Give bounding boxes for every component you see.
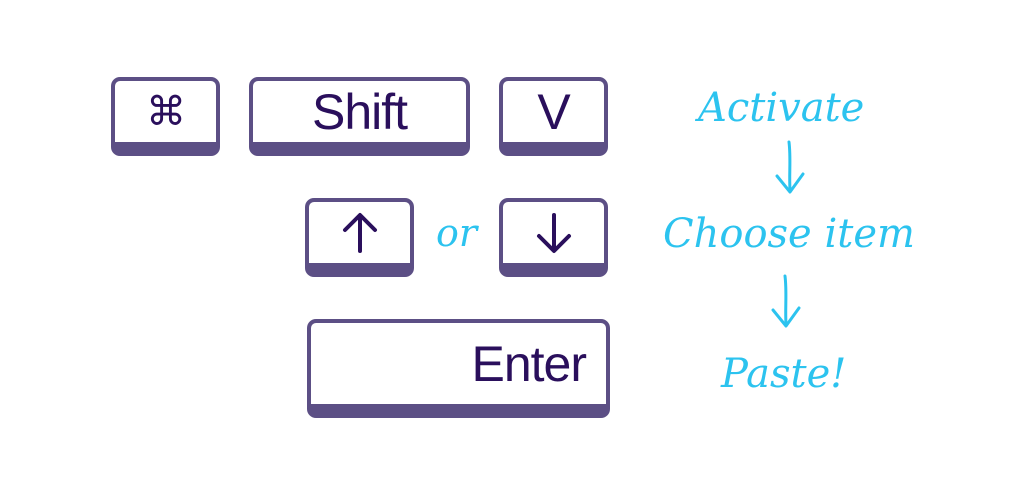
step-paste: Paste! (721, 351, 847, 397)
shift-key-label: Shift (311, 83, 408, 140)
v-key: V (499, 77, 608, 156)
arrow-up-key (305, 198, 414, 277)
flow-arrow-down-icon (775, 140, 805, 194)
arrow-down-icon (536, 212, 571, 253)
or-separator: or (436, 211, 478, 255)
step-choose-item: Choose item (663, 211, 915, 257)
command-key: ⌘ (111, 77, 220, 156)
arrow-up-icon (342, 212, 377, 253)
command-icon: ⌘ (146, 88, 186, 135)
flow-arrow-down-icon (771, 274, 801, 328)
enter-key: Enter (307, 319, 610, 418)
step-activate: Activate (698, 85, 865, 131)
shift-key: Shift (249, 77, 470, 156)
v-key-label: V (537, 83, 570, 140)
enter-key-label: Enter (471, 335, 587, 392)
arrow-down-key (499, 198, 608, 277)
